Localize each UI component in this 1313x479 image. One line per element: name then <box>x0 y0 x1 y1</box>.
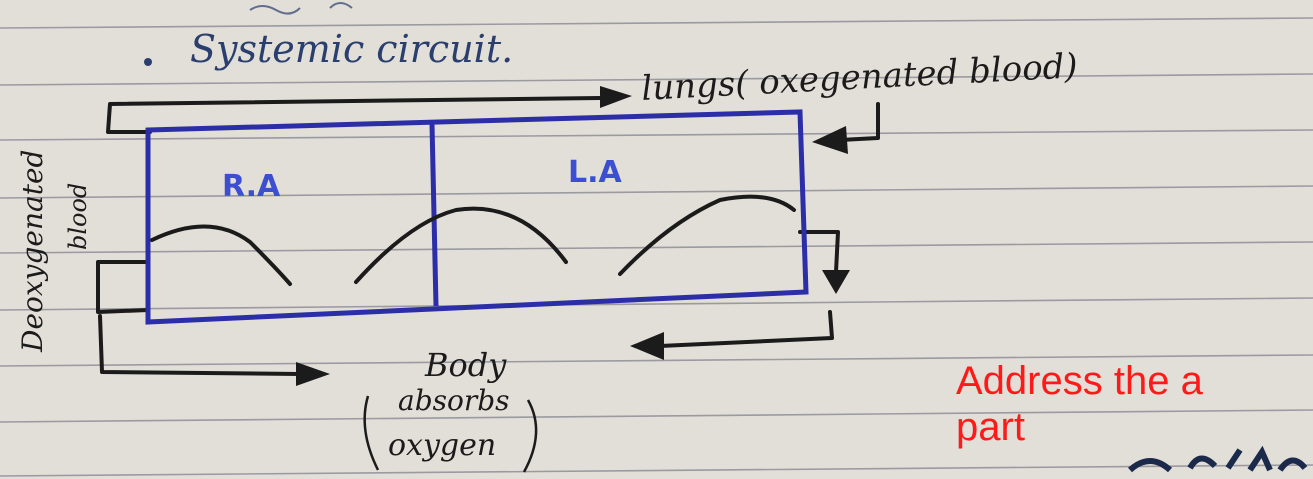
side-label-line1: Deoxygenated <box>16 150 49 353</box>
rule-line <box>0 185 1313 199</box>
flow-arrows <box>96 86 880 386</box>
bullet-dot <box>144 58 152 66</box>
chamber-divider <box>429 123 439 307</box>
cropped-handwriting-bottom <box>1127 445 1308 473</box>
body-label: Body <box>424 346 507 384</box>
right-paren <box>522 399 538 473</box>
overlay-text-line1: Address the a <box>956 359 1204 403</box>
left-loop <box>96 260 150 314</box>
valve-curves <box>150 194 796 286</box>
valve-curve-1 <box>150 224 292 286</box>
body-note-line2: oxygen <box>388 428 496 463</box>
rule-line <box>0 17 1313 29</box>
heart-outline <box>145 109 809 325</box>
valve-curve-2 <box>354 206 568 284</box>
arrowhead-from-lungs <box>812 126 848 154</box>
side-label-line2: blood <box>64 183 92 250</box>
overlay-text-line2: part <box>956 405 1025 449</box>
arrow-from-aorta <box>658 310 834 348</box>
arrow-to-body <box>98 314 302 376</box>
rule-line <box>0 297 1313 311</box>
arrowhead-right-down <box>822 270 850 294</box>
arrow-from-lungs <box>838 102 880 142</box>
heart-diagram <box>145 109 809 325</box>
rule-line <box>0 129 1313 141</box>
arrow-to-lungs <box>106 96 602 134</box>
ruled-lines <box>0 17 1313 477</box>
arrowhead-to-body <box>296 362 330 386</box>
valve-curve-3 <box>618 194 796 276</box>
label-left-atrium: L.A <box>568 155 623 190</box>
rule-line <box>0 73 1313 86</box>
right-loop <box>798 230 840 274</box>
rule-line <box>0 241 1313 254</box>
cropped-handwriting-top <box>249 2 353 15</box>
arrowhead-from-aorta <box>630 332 664 360</box>
heading-text: Systemic circuit. <box>190 27 513 71</box>
body-note-line1: absorbs <box>398 384 510 417</box>
arrowhead-to-lungs <box>600 86 632 108</box>
rule-line <box>0 409 1313 423</box>
rule-line <box>0 464 1313 477</box>
left-paren <box>363 395 380 471</box>
rule-line <box>0 354 1313 367</box>
label-right-atrium: R.A <box>222 169 281 204</box>
